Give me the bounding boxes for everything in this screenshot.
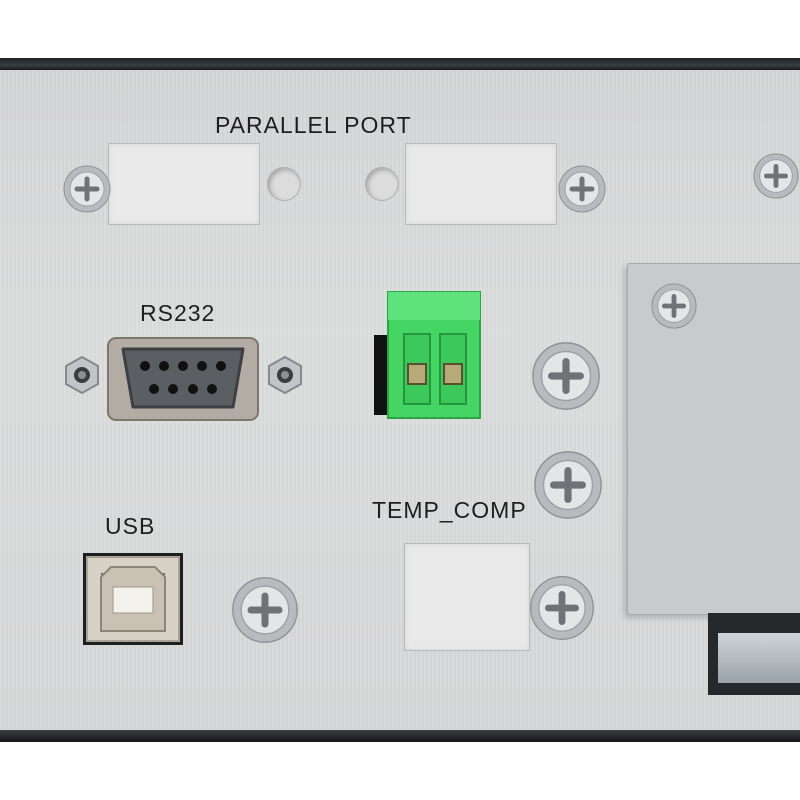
phillips-screw-icon — [230, 575, 300, 645]
expansion-slot — [708, 613, 800, 695]
temp-comp-cutout — [404, 543, 530, 651]
chassis-top-rail — [0, 58, 800, 70]
parallel-port-label: PARALLEL PORT — [215, 112, 412, 138]
mounting-hole — [267, 167, 301, 201]
green-terminal-block-icon[interactable] — [374, 290, 486, 420]
parallel-port-cutout-right — [405, 143, 557, 225]
parallel-port-cutout-left — [108, 143, 260, 225]
hex-standoff-icon — [62, 355, 102, 395]
phillips-screw-icon — [62, 164, 112, 214]
rs232-label: RS232 — [140, 300, 216, 326]
chassis-bottom-rail — [0, 730, 800, 742]
db9-connector-icon[interactable] — [107, 337, 259, 421]
hex-standoff-icon — [265, 355, 305, 395]
temp-comp-label: TEMP_COMP — [372, 497, 527, 523]
phillips-screw-icon — [557, 164, 607, 214]
usb-label: USB — [105, 513, 156, 539]
cover-plate — [627, 263, 800, 615]
mounting-hole — [365, 167, 399, 201]
phillips-screw-icon — [530, 340, 602, 412]
phillips-screw-icon — [532, 449, 604, 521]
expansion-slot-bracket — [718, 633, 800, 683]
phillips-screw-icon — [752, 152, 800, 200]
phillips-screw-icon — [650, 282, 698, 330]
phillips-screw-icon — [528, 574, 596, 642]
usb-b-port-icon[interactable] — [83, 553, 183, 645]
